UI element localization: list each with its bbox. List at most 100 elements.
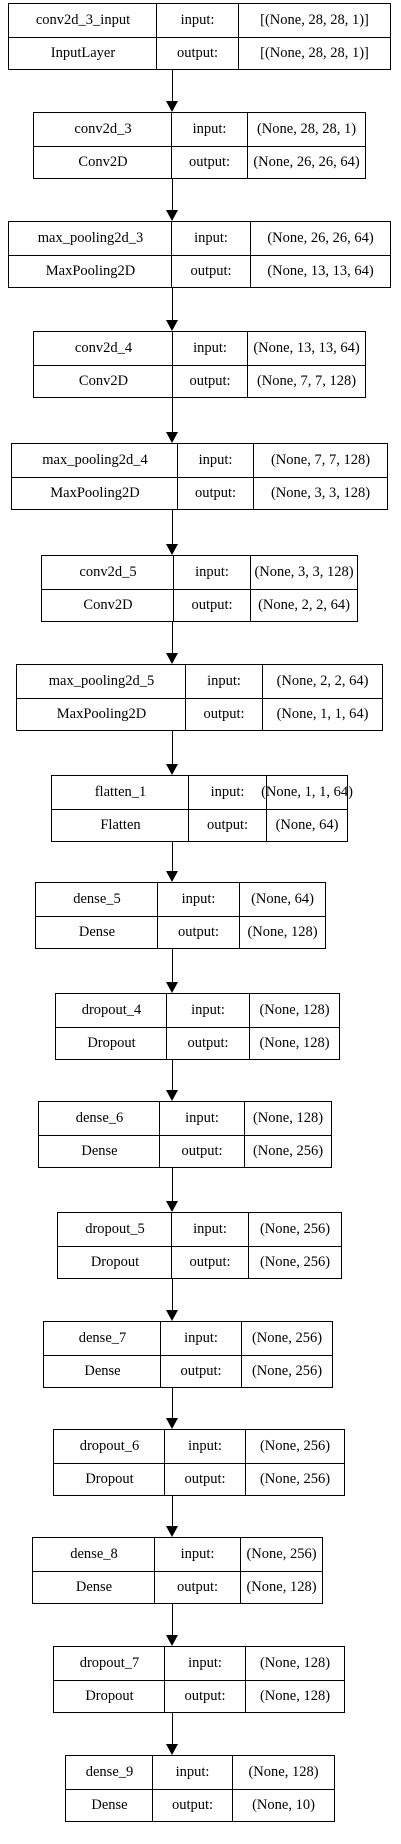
output-shape: (None, 13, 13, 64) — [267, 262, 374, 279]
arrowhead-icon — [166, 432, 178, 443]
input-label: input: — [175, 1764, 210, 1780]
input-shape: (None, 3, 3, 128) — [254, 564, 354, 580]
output-label: output: — [181, 1142, 223, 1159]
edge-arrow-shaft — [171, 1279, 173, 1311]
input-label: input: — [180, 1546, 215, 1562]
layer-name: max_pooling2d_3 — [37, 230, 144, 246]
input-label: input: — [180, 12, 215, 28]
input-shape: (None, 2, 2, 64) — [276, 673, 369, 689]
node-row-divider — [58, 1245, 341, 1247]
node-row-divider — [9, 36, 390, 38]
layer-type: Dense — [75, 1578, 113, 1595]
output-shape: (None, 64) — [275, 816, 339, 833]
output-label: output: — [184, 1687, 226, 1704]
node-row-divider — [33, 1570, 322, 1572]
node-row-divider — [56, 1026, 339, 1028]
input-label: input: — [210, 784, 245, 800]
node-row-divider — [54, 1462, 344, 1464]
layer-name: dropout_5 — [85, 1221, 145, 1237]
arrowhead-icon — [166, 1201, 178, 1212]
output-label: output: — [184, 1470, 226, 1487]
input-label: input: — [188, 1655, 222, 1671]
output-shape: (None, 7, 7, 128) — [256, 372, 357, 389]
input-shape: (None, 7, 7, 128) — [270, 452, 371, 468]
input-shape: (None, 256) — [251, 1330, 323, 1346]
edge-arrow-shaft — [171, 842, 173, 872]
input-label: input: — [192, 121, 227, 137]
output-label: output: — [176, 1578, 219, 1595]
output-shape: (None, 10) — [252, 1796, 315, 1813]
input-shape: (None, 64) — [251, 891, 314, 907]
output-label: output: — [188, 153, 231, 170]
input-label: input: — [195, 564, 229, 580]
layer-type: Dropout — [87, 1034, 136, 1051]
layer-type: Conv2D — [83, 596, 133, 613]
input-label: input: — [193, 1221, 227, 1237]
arrowhead-icon — [166, 871, 178, 882]
output-label: output: — [189, 372, 231, 389]
layer-type: Dense — [91, 1796, 128, 1813]
node-row-divider — [42, 588, 357, 590]
edge-arrow-shaft — [171, 1604, 173, 1636]
output-shape: [(None, 28, 28, 1)] — [260, 44, 369, 61]
output-label: output: — [190, 262, 232, 279]
layer-name: max_pooling2d_4 — [42, 452, 148, 468]
output-shape: (None, 3, 3, 128) — [270, 484, 371, 501]
arrowhead-icon — [166, 1310, 178, 1321]
output-shape: (None, 26, 26, 64) — [253, 153, 360, 170]
output-label: output: — [177, 923, 220, 940]
output-label: output: — [194, 484, 237, 501]
layer-name: dense_6 — [75, 1110, 124, 1126]
input-label: input: — [185, 1110, 219, 1126]
node-row-divider — [17, 697, 382, 699]
input-shape: (None, 13, 13, 64) — [253, 340, 360, 356]
arrowhead-icon — [166, 101, 178, 112]
arrowhead-icon — [166, 1526, 178, 1537]
input-shape: (None, 256) — [259, 1438, 331, 1454]
input-label: input: — [188, 1438, 222, 1454]
layer-name: dense_8 — [70, 1546, 118, 1562]
output-shape: (None, 2, 2, 64) — [258, 596, 350, 613]
layer-type: Dropout — [90, 1253, 140, 1270]
output-label: output: — [187, 1034, 229, 1051]
edge-arrow-shaft — [171, 398, 173, 433]
input-shape: (None, 128) — [248, 1764, 319, 1780]
output-label: output: — [203, 705, 245, 722]
edge-arrow-shaft — [171, 70, 173, 102]
layer-type: Dense — [78, 923, 116, 940]
arrowhead-icon — [166, 210, 178, 221]
input-shape: (None, 28, 28, 1) — [256, 121, 357, 137]
input-shape: (None, 26, 26, 64) — [267, 230, 374, 246]
node-row-divider — [39, 1134, 331, 1136]
input-shape: (None, 128) — [252, 1110, 324, 1126]
layer-type: MaxPooling2D — [50, 484, 140, 501]
output-shape: (None, 128) — [259, 1687, 331, 1704]
input-label: input: — [207, 673, 241, 689]
layer-name: flatten_1 — [94, 784, 147, 800]
layer-name: dropout_6 — [79, 1438, 140, 1454]
node-row-divider — [52, 808, 347, 810]
input-shape: (None, 1, 1, 64) — [261, 784, 353, 800]
output-label: output: — [180, 1362, 222, 1379]
input-shape: [(None, 28, 28, 1)] — [260, 12, 369, 28]
layer-name: conv2d_3 — [74, 121, 132, 137]
layer-type: Conv2D — [78, 372, 129, 389]
output-label: output: — [191, 596, 233, 613]
layer-name: conv2d_4 — [74, 340, 133, 356]
input-label: input: — [181, 891, 216, 907]
output-label: output: — [171, 1796, 214, 1813]
layer-type: MaxPooling2D — [56, 705, 147, 722]
output-shape: (None, 256) — [252, 1142, 324, 1159]
input-label: input: — [184, 1330, 218, 1346]
edge-arrow-shaft — [171, 622, 173, 654]
